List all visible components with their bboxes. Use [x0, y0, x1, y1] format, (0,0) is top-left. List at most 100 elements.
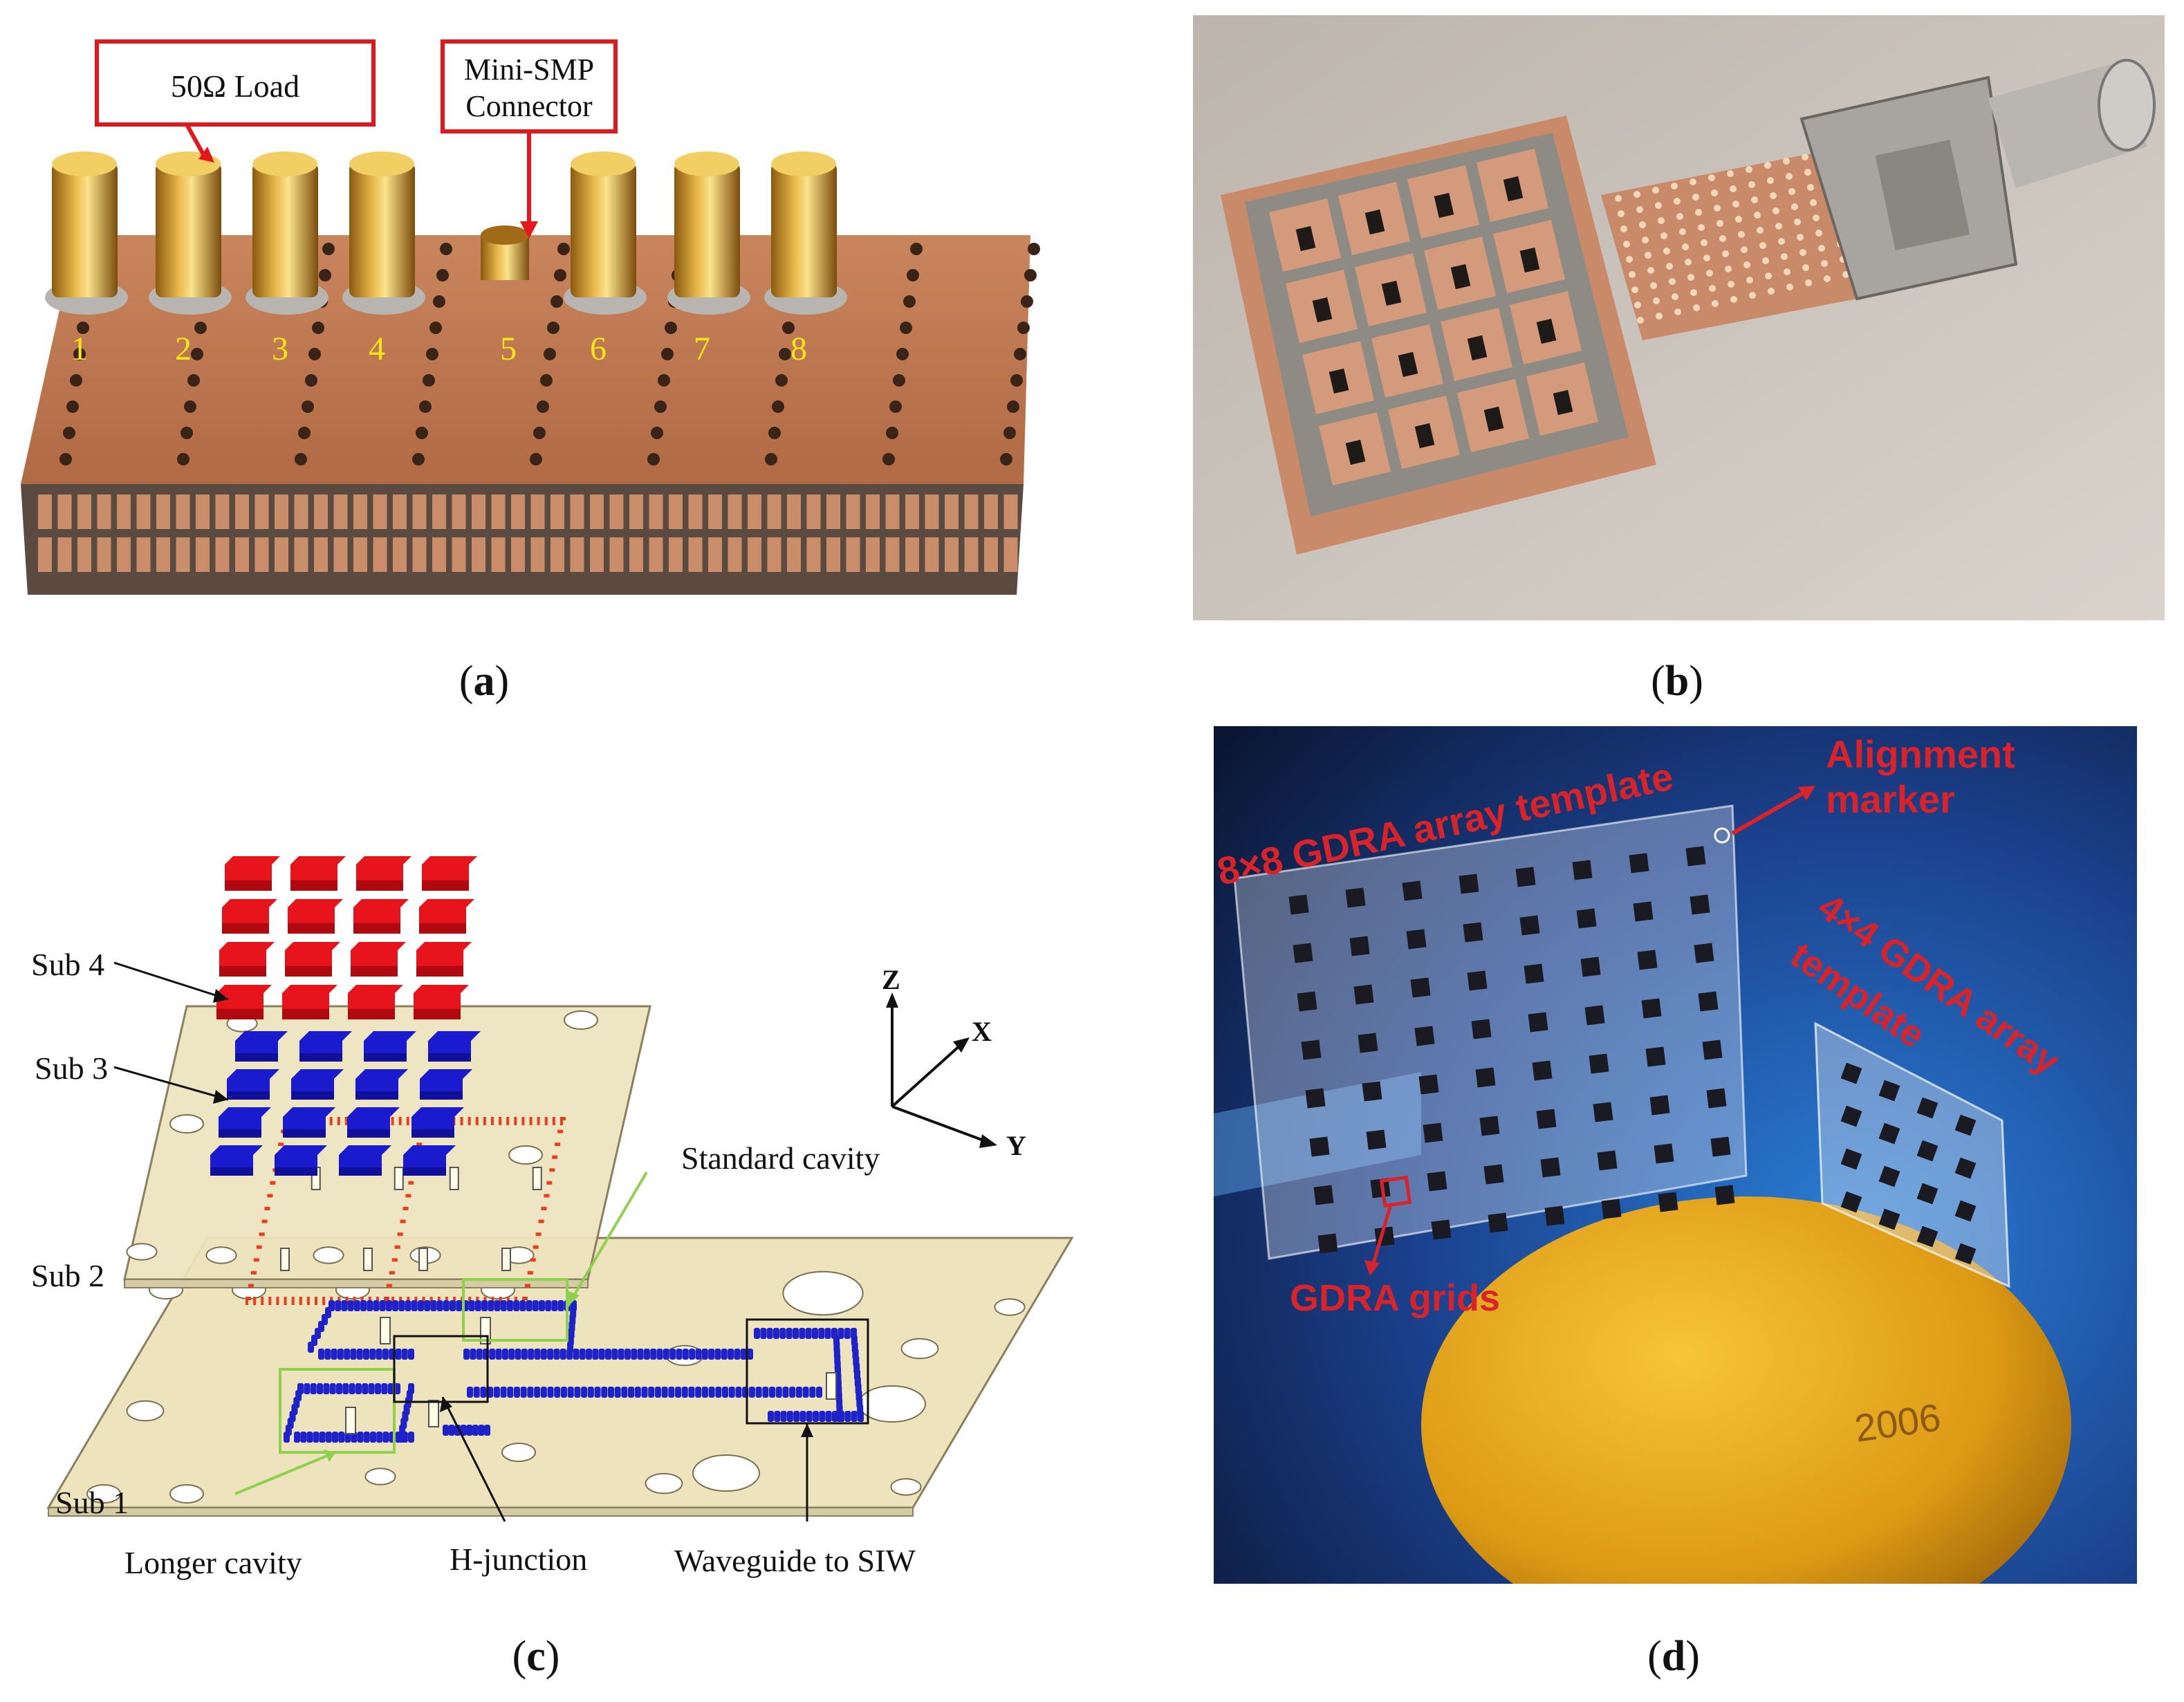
connector-callout-line1: Mini-SMP: [464, 53, 594, 86]
siw-via: [495, 1349, 502, 1360]
siw-via: [567, 1342, 573, 1353]
siw-via: [466, 1425, 473, 1436]
via: [433, 295, 445, 308]
dra-element: [1467, 335, 1488, 361]
feed-via: [1727, 170, 1734, 177]
dra-blue-top: [299, 1031, 352, 1041]
siw-via: [786, 1411, 793, 1422]
via: [419, 400, 432, 413]
siw-via: [338, 1432, 345, 1443]
via: [557, 243, 570, 255]
via: [544, 348, 556, 360]
dra-red: [288, 907, 335, 923]
via: [305, 374, 317, 387]
port-number: 6: [590, 331, 607, 367]
siw-via: [373, 1300, 380, 1311]
dra-element: [1345, 439, 1366, 465]
siw-via: [430, 1300, 437, 1311]
gdra-cell: [1305, 1088, 1326, 1109]
via: [654, 400, 667, 413]
slot: [215, 494, 230, 529]
siw-via: [506, 1300, 513, 1311]
dra-red-top: [422, 856, 477, 864]
dra-red-top: [282, 985, 337, 993]
dra-blue: [364, 1041, 407, 1053]
via: [184, 400, 196, 413]
connector-tip: [2098, 59, 2156, 151]
siw-via: [762, 1387, 769, 1398]
via: [416, 427, 428, 439]
fence-via: [522, 1297, 528, 1300]
via: [775, 374, 788, 387]
fence-via: [506, 1117, 510, 1125]
template-8x8-grid: [1288, 846, 1735, 1254]
sub2-hole: [205, 1246, 237, 1264]
gdra-cell: [1297, 991, 1317, 1012]
gdra-cell: [1483, 1164, 1504, 1185]
fence-via: [253, 1258, 259, 1262]
via: [903, 295, 916, 308]
load-callout-box: [95, 39, 376, 127]
feed-via: [1685, 259, 1692, 266]
port-number: 7: [694, 331, 710, 367]
siw-via: [587, 1387, 594, 1398]
fence-via: [544, 1117, 548, 1125]
siw-via: [755, 1387, 762, 1398]
gdra-cell: [1916, 1183, 1938, 1205]
siw-via: [782, 1387, 789, 1398]
gdra-cell: [1370, 1178, 1391, 1199]
siw-via: [728, 1387, 735, 1398]
siw-via: [614, 1387, 621, 1398]
load-body: [571, 163, 636, 297]
slot: [748, 494, 761, 529]
dra-red-top: [353, 899, 409, 907]
sub2-hole: [564, 1010, 598, 1030]
fence-via: [389, 1270, 395, 1275]
slot: [353, 537, 367, 572]
siw-via: [825, 1411, 832, 1422]
via: [540, 374, 553, 387]
sub1-hole: [86, 1484, 121, 1504]
longer-cavity-leader: [234, 1451, 336, 1495]
siw-via: [553, 1349, 560, 1360]
slot: [432, 537, 446, 572]
siw-via: [318, 1349, 324, 1360]
slot: [511, 494, 525, 529]
siw-via: [721, 1349, 728, 1360]
slot: [353, 494, 367, 529]
slot: [57, 494, 72, 529]
feed-via: [1751, 196, 1758, 203]
template-4x4: [1814, 1021, 2010, 1288]
via: [1014, 348, 1026, 360]
gdra-cell: [1406, 929, 1427, 950]
siw-via: [424, 1300, 431, 1311]
slot: [688, 537, 703, 572]
siw-via: [594, 1387, 601, 1398]
slot: [708, 494, 722, 529]
siw-via: [559, 1349, 566, 1360]
longer-cavity-label: Longer cavity: [124, 1545, 302, 1580]
port-number: 5: [500, 331, 517, 367]
feed-via: [1618, 210, 1625, 217]
connector-callout-arrowhead: [520, 221, 538, 239]
feed-via: [1653, 297, 1660, 304]
slot: [905, 494, 919, 529]
siw-via: [818, 1328, 825, 1339]
via: [59, 453, 72, 465]
slot: [728, 494, 742, 529]
siw-via: [768, 1411, 774, 1422]
fence-via: [552, 1155, 558, 1159]
via: [661, 348, 674, 360]
siw-via: [819, 1411, 826, 1422]
gdra-cell: [1878, 1208, 1900, 1230]
fence-via: [535, 1232, 542, 1237]
siw-via: [766, 1328, 773, 1339]
dra-red-top: [222, 899, 277, 907]
fence-via: [261, 1219, 268, 1223]
siw-via: [806, 1411, 813, 1422]
gdra-cell: [1410, 977, 1431, 998]
feed-via: [1660, 232, 1667, 239]
slot: [452, 537, 466, 572]
slot: [945, 537, 959, 572]
gdra-cell: [1916, 1097, 1938, 1119]
